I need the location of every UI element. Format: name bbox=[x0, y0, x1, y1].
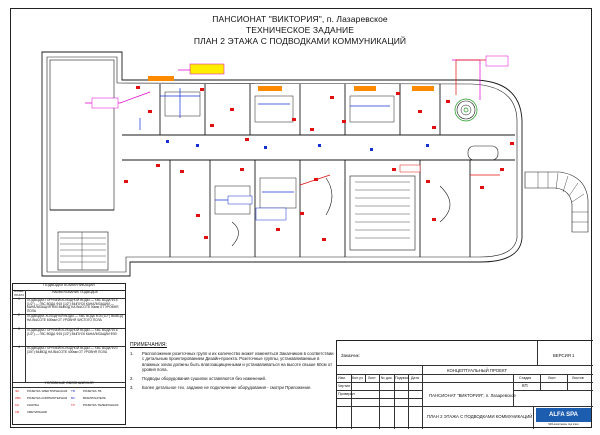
symbol-mark: ЛВС bbox=[15, 396, 22, 400]
legend-table: ПОДВОДКИ КОММУНИКАЦИЙ НОМЕР ПУНКТА НАИМЕ… bbox=[12, 283, 126, 425]
legend-col-num: НОМЕР ПУНКТА bbox=[13, 290, 26, 298]
header-title-1: ПАНСИОНАТ "ВИКТОРИЯ", п. Лазаревское bbox=[212, 14, 388, 24]
symbol-mark: КН bbox=[15, 403, 19, 407]
company-sub: SPA-комплексы под ключ bbox=[548, 423, 579, 426]
symbol-label: РОЗЕТКА ТВ bbox=[83, 389, 102, 393]
col-header: № док. bbox=[381, 376, 393, 380]
row-label: Чертил bbox=[338, 384, 351, 388]
col-header: Подпись bbox=[395, 376, 410, 380]
note-number: 2. bbox=[130, 375, 134, 381]
col-header: Кол.уч bbox=[352, 376, 363, 380]
legend-col-name: НАИМЕНОВАНИЕ ПОДВОДОК bbox=[52, 290, 98, 294]
legend-row-text: ПОДВОДКА ХОЛОДНОЙ ВОДЫ — ХВС ВОДА Ф15 (1… bbox=[27, 314, 123, 322]
note-number: 1. bbox=[130, 350, 134, 356]
legend-row-text: ПОДВОДКА ГОРЯЧЕЙ/ХОЛОДНОЙ ВОДЫ — ХВС ВОД… bbox=[27, 328, 118, 336]
legend-row-num: 4 bbox=[13, 345, 26, 382]
note-text: Расположение розеточных групп и их колич… bbox=[142, 350, 334, 373]
legend-row-num: 1 bbox=[13, 297, 26, 314]
col-header: Изм. bbox=[338, 376, 346, 380]
stage-value: КП bbox=[522, 383, 528, 388]
header-title-3: ПЛАН 2 ЭТАЖА С ПОДВОДКАМИ КОММУНИКАЦИЙ bbox=[193, 36, 407, 46]
symbol-label: КНОПКА bbox=[27, 403, 40, 407]
company-logo: ALFA SPA bbox=[536, 408, 591, 422]
legend-row-num: 3 bbox=[13, 327, 26, 346]
legend-header-row: НОМЕР ПУНКТА НАИМЕНОВАНИЕ ПОДВОДОК bbox=[13, 290, 125, 299]
note-text: Более детальное тех. задание не подключе… bbox=[142, 384, 312, 390]
symbol-mark: СВ bbox=[15, 410, 20, 414]
symbol-mark: ТЛ bbox=[71, 403, 75, 407]
note-number: 3. bbox=[130, 384, 134, 390]
stage-col: Листов bbox=[572, 376, 584, 380]
note-item: 1. Расположение розеточных групп и их ко… bbox=[130, 351, 335, 373]
symbol-label: РОЗЕТКА ТЕЛЕФОННАЯ bbox=[83, 403, 119, 407]
object-name: ПАНСИОНАТ "ВИКТОРИЯ", п. Лазаревское bbox=[429, 393, 516, 398]
title-block: Заказчик: ВЕРСИЯ 1 КОНЦЕПТУАЛЬНЫЙ ПРОЕКТ… bbox=[336, 340, 593, 429]
row-label: Проверил bbox=[338, 392, 355, 396]
drawing-frame bbox=[10, 8, 592, 428]
notes-title: ПРИМЕЧАНИЯ: bbox=[130, 342, 167, 348]
symbol-label: РОЗЕТКА КОМПЬЮТЕРНАЯ bbox=[27, 396, 68, 400]
legend-row: 3 ПОДВОДКА ГОРЯЧЕЙ/ХОЛОДНОЙ ВОДЫ — ХВС В… bbox=[13, 327, 125, 347]
note-item: 3. Более детальное тех. задание не подкл… bbox=[130, 385, 335, 391]
symbol-label: СВЕТИЛЬНИК bbox=[27, 410, 48, 414]
symbol-mark: ЭС bbox=[15, 389, 20, 393]
client-label: Заказчик: bbox=[341, 353, 360, 358]
header-title-2: ТЕХНИЧЕСКОЕ ЗАДАНИЕ bbox=[245, 25, 355, 35]
symbol-label: РОЗЕТКА ЭЛЕКТРИЧЕСКАЯ bbox=[27, 389, 68, 393]
notes-block: ПРИМЕЧАНИЯ: 1. Расположение розеточных г… bbox=[130, 342, 335, 393]
sheet-title: ПЛАН 2 ЭТАЖА С ПОДВОДКАМИ КОММУНИКАЦИЙ bbox=[427, 414, 533, 419]
version-label: ВЕРСИЯ 1 bbox=[553, 353, 575, 358]
symbols-title: УСЛОВНЫЕ ОБОЗНАЧЕНИЯ bbox=[13, 381, 125, 388]
legend-row: 4 ПОДВОДКА ГОРЯЧЕЙ/ХОЛОДНОЙ ВОДЫ — ХВС В… bbox=[13, 345, 125, 383]
legend-row: 2 ПОДВОДКА ХОЛОДНОЙ ВОДЫ — ХВС ВОДА Ф15 … bbox=[13, 313, 125, 329]
symbol-label: ВЫКЛЮЧАТЕЛЬ bbox=[83, 396, 106, 400]
legend-row-text: ПОДВОДКА ГОРЯЧЕЙ/ХОЛОДНОЙ ВОДЫ — ХВС ВОД… bbox=[27, 346, 118, 354]
note-item: 2. Подводы оборудования сушилки оставляю… bbox=[130, 376, 335, 382]
symbol-mark: ТВ bbox=[71, 389, 75, 393]
legend-row-num: 2 bbox=[13, 313, 26, 328]
stage-name: КОНЦЕПТУАЛЬНЫЙ ПРОЕКТ bbox=[447, 368, 508, 373]
col-header: Дата bbox=[411, 376, 419, 380]
symbol-mark: ВК bbox=[71, 396, 75, 400]
stage-col: Лист bbox=[548, 376, 556, 380]
note-text: Подводы оборудования сушилки оставляются… bbox=[142, 375, 267, 381]
legend-row: 1 ПОДВОДКА ГОРЯЧЕЙ/ХОЛОДНОЙ ВОДЫ — ХВС В… bbox=[13, 297, 125, 315]
legend-row-text: ПОДВОДКА ГОРЯЧЕЙ/ХОЛОДНОЙ ВОДЫ — ХВС ВОД… bbox=[27, 298, 119, 313]
legend-title: ПОДВОДКИ КОММУНИКАЦИЙ bbox=[13, 283, 125, 291]
stage-col: Стадия bbox=[519, 376, 532, 380]
col-header: Лист bbox=[368, 376, 376, 380]
